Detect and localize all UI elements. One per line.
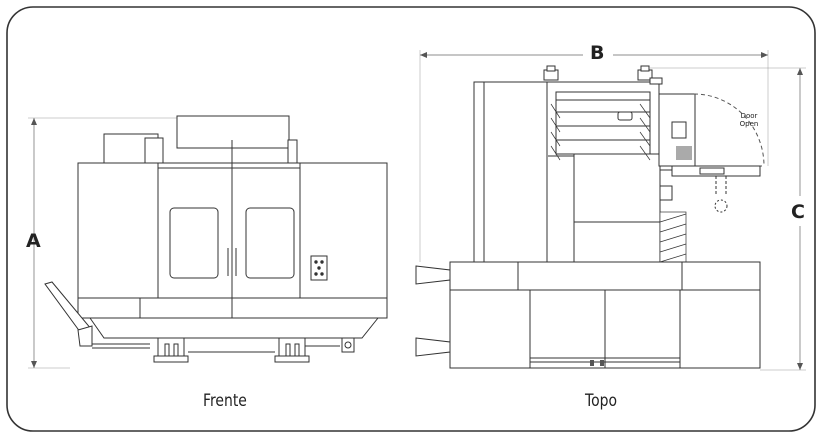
top-view-caption: Topo <box>585 391 618 411</box>
door-open-line2: Open <box>739 120 759 128</box>
front-view-caption: Frente <box>203 391 247 411</box>
door-open-label: Door Open <box>734 112 764 128</box>
top-view <box>415 50 806 371</box>
door-open-line1: Door <box>740 112 758 120</box>
dimension-a-label: A <box>26 230 41 252</box>
dimension-c-label: C <box>791 201 805 223</box>
dimension-b-label: B <box>590 42 605 64</box>
front-view <box>28 115 388 369</box>
